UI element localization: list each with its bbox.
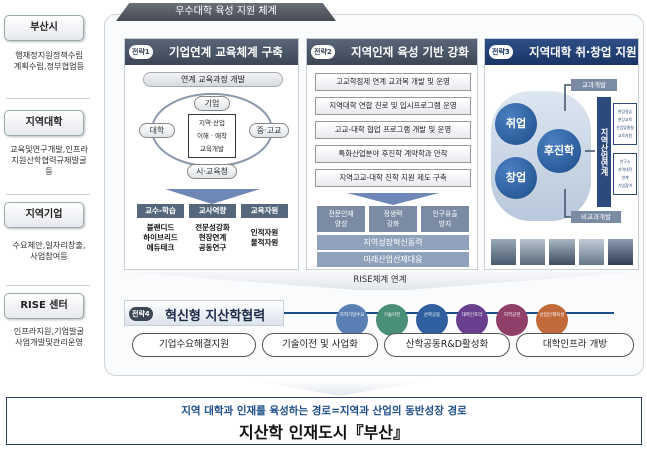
s2-item: 지역대학 연합 진로 및 입시프로그램 운영 (315, 97, 471, 115)
pill-infra-open: 대학인프라 개방 (516, 333, 634, 357)
photo (607, 239, 634, 265)
actor-busan: 부산시 (4, 15, 84, 41)
dot-item: 지역기업수요 (336, 304, 368, 336)
pill-joint-rnd: 산학공동R&D활성화 (384, 333, 510, 357)
photo (491, 239, 517, 265)
col-teaching-head: 교수-학습 (137, 204, 184, 218)
down-arrow (347, 193, 439, 205)
pill-demand: 기업수요해결지원 (132, 333, 256, 357)
top-banner: 우수대학 육성 지원 체계 (116, 3, 336, 21)
strategy4-tag: 전략4 (129, 307, 153, 321)
s2-item: 고교-대학 협업 프로그램 개발 및 운영 (315, 121, 471, 139)
dot-item: 산학공동 (416, 304, 448, 336)
node-university: 대학 (139, 123, 175, 138)
bottom-arrow (250, 380, 430, 396)
strategy3-panel: 지역대학 취·창업 지원 전략3 취업 창업 후진학 교과개발 비교과개발 지역… (484, 38, 639, 270)
divider (6, 194, 90, 195)
strategy1-tag: 전략1 (129, 45, 153, 59)
strategy1-panel: 기업연계 교육체계 구축 전략1 연계 교육과정 개발 기업 대학 중·고교 시… (124, 38, 299, 270)
label-curriculum: 교과개발 (571, 79, 617, 91)
node-highschool: 중·고교 (249, 123, 289, 138)
vertical-industry: 지역산업연계 (597, 97, 611, 207)
strategy4-header: 전략4 혁신형 지산학협력 (124, 300, 284, 326)
col-teacher-head: 교사역량 (189, 204, 236, 218)
label-extracurricular: 비교과개발 (571, 211, 621, 223)
strategy3-header: 지역대학 취·창업 지원 (485, 39, 638, 65)
curriculum-label: 연계 교육과정 개발 (143, 72, 283, 87)
strategy1-header: 기업연계 교육체계 구축 (125, 39, 298, 65)
dot-item: 지역공헌 (496, 304, 528, 336)
strategy4-line (284, 312, 614, 314)
node-city-edu: 시·교육청 (187, 164, 237, 179)
strategy2-panel: 지역인재 육성 기반 강화 전략2 고교학점제 연계 교과목 개발 및 운영 지… (306, 38, 478, 270)
actor-company-desc: 수요제안,일자리창출,사업참여등 (12, 240, 86, 261)
divider (6, 285, 90, 286)
strategy2-header: 지역인재 육성 기반 강화 (307, 39, 477, 65)
dot-item: 산업인재육성 (536, 304, 568, 336)
actor-company: 지역기업 (4, 202, 84, 228)
bar-growth: 지역성장혁신동력 (317, 235, 469, 250)
dot-item: 기술이전 (376, 304, 408, 336)
bar-future: 미래산업선제대응 (317, 252, 469, 267)
photo (578, 239, 604, 265)
strategy3-tag: 전략3 (489, 45, 513, 59)
actor-university: 지역대학 (4, 110, 84, 136)
strategy2-tag: 전략2 (311, 45, 335, 59)
s2-item: 지역고교-대학 진학 지원 제도 구축 (315, 169, 471, 187)
circle-employment: 취업 (495, 103, 537, 145)
rise-link-label: RISE체계 연계 (353, 275, 407, 285)
pill-tech-transfer: 기술이전 및 사업화 (262, 333, 378, 357)
s2-item: 고교학점제 연계 교과목 개발 및 운영 (315, 73, 471, 91)
dot-item: 대학인프라 (456, 304, 488, 336)
strategy4-title: 혁신형 지산학협력 (165, 309, 266, 324)
node-company: 기업 (194, 96, 230, 111)
conclusion-line2: 지산학 인재도시『부산』 (238, 423, 410, 442)
col-resource-head: 교육자원 (241, 204, 288, 218)
photo-strip (491, 239, 634, 265)
circle-further-edu: 후진학 (537, 129, 581, 173)
bottom-conclusion: 지역 대학과 인재를 육성하는 경로=지역과 산업의 동반성장 경로 지산학 인… (6, 397, 642, 445)
divider (6, 98, 90, 99)
circle-startup: 창업 (495, 157, 537, 199)
s2-item: 특화산업분야 후진학 계약학과 안착 (315, 145, 471, 163)
actor-rise-center: RISE 센터 (4, 293, 84, 319)
photo (549, 239, 575, 265)
conclusion-line1: 지역 대학과 인재를 육성하는 경로=지역과 산업의 동반성장 경로 (181, 405, 467, 417)
photo (520, 239, 546, 265)
